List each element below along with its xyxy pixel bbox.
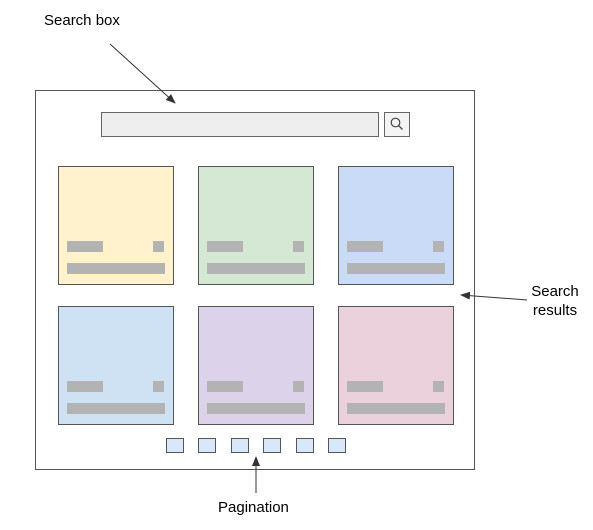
page-frame	[35, 90, 475, 470]
card-badge-placeholder	[433, 241, 444, 252]
page-button[interactable]	[230, 438, 249, 453]
card-text-placeholder	[207, 263, 305, 274]
card-badge-placeholder	[153, 381, 164, 392]
search-results-label-line2: results	[532, 302, 578, 319]
card-text-placeholder	[347, 263, 445, 274]
search-input[interactable]	[101, 112, 379, 137]
card-text-placeholder	[67, 403, 165, 414]
search-icon	[390, 117, 403, 130]
card-title-placeholder	[207, 241, 243, 252]
card-badge-placeholder	[293, 381, 304, 392]
pagination-label: Pagination	[218, 499, 289, 516]
card-title-placeholder	[347, 241, 383, 252]
card-badge-placeholder	[153, 241, 164, 252]
result-card[interactable]	[198, 306, 314, 425]
card-title-placeholder	[67, 241, 103, 252]
result-card[interactable]	[58, 166, 174, 285]
search-results-label: Search results	[519, 282, 591, 320]
result-card[interactable]	[198, 166, 314, 285]
page-button[interactable]	[166, 438, 184, 453]
result-card[interactable]	[58, 306, 174, 425]
page-button[interactable]	[295, 438, 314, 453]
search-box-label: Search box	[44, 12, 120, 29]
card-title-placeholder	[67, 381, 103, 392]
page-button[interactable]	[263, 438, 282, 453]
page-button[interactable]	[328, 438, 346, 453]
card-title-placeholder	[347, 381, 383, 392]
search-button[interactable]	[384, 112, 410, 137]
page-button[interactable]	[198, 438, 217, 453]
search-results-arrow	[460, 291, 528, 301]
search-box-arrow	[109, 43, 176, 104]
card-text-placeholder	[67, 263, 165, 274]
result-card[interactable]	[338, 166, 454, 285]
card-badge-placeholder	[433, 381, 444, 392]
card-badge-placeholder	[293, 241, 304, 252]
result-card[interactable]	[338, 306, 454, 425]
search-results-label-line1: Search	[531, 283, 579, 300]
card-text-placeholder	[207, 403, 305, 414]
card-text-placeholder	[347, 403, 445, 414]
card-title-placeholder	[207, 381, 243, 392]
